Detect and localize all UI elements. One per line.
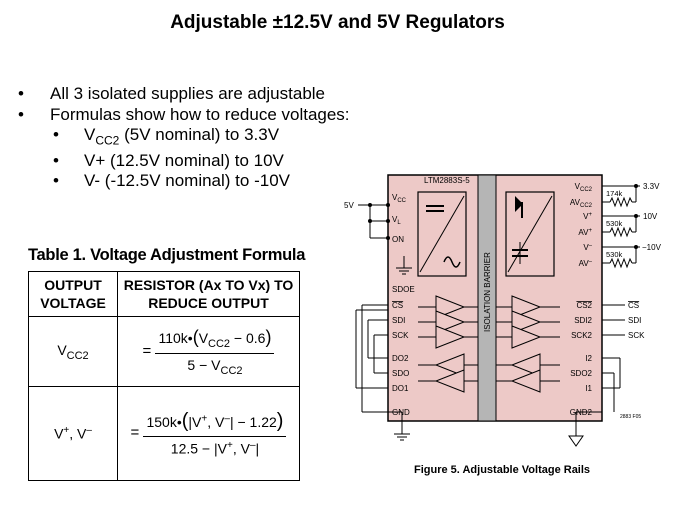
pin-sdo: SDO bbox=[392, 369, 409, 378]
regulator-diagonal bbox=[419, 195, 465, 273]
pin-sdi: SDI bbox=[392, 316, 405, 325]
pin-do1: DO1 bbox=[392, 384, 409, 393]
signal-sck: SCK bbox=[628, 331, 645, 340]
right-buffer-wires bbox=[496, 306, 560, 382]
resistor-labels: 174k 530k 530k bbox=[606, 189, 623, 259]
pin-on: ON bbox=[392, 235, 404, 244]
pin-vl: VL bbox=[392, 215, 401, 226]
pin-vplus: V+ bbox=[583, 212, 592, 221]
pin-cs: CS bbox=[392, 301, 403, 310]
row-label-vcc2: VCC2 bbox=[28, 316, 118, 387]
input-voltage: 5V bbox=[344, 201, 354, 210]
output-3v3: 3.3V bbox=[643, 182, 660, 191]
isolated-ground-icon bbox=[568, 435, 584, 447]
row-label-vplus-vminus: V+, V– bbox=[28, 386, 118, 481]
pin-do2: DO2 bbox=[392, 354, 409, 363]
ac-wave-icon bbox=[443, 256, 461, 268]
figure-caption: Figure 5. Adjustable Voltage Rails bbox=[414, 464, 590, 476]
sub-bullet-pre: V bbox=[84, 125, 96, 144]
sub-bullet-sub: CC2 bbox=[95, 133, 120, 148]
right-logic-wiring bbox=[575, 304, 625, 436]
output-minus-10v: −10V bbox=[642, 243, 662, 252]
signal-cs: CS bbox=[628, 301, 639, 310]
pin-i2: I2 bbox=[585, 354, 592, 363]
pin-sdoe: SDOE bbox=[392, 285, 415, 294]
output-labels: 3.3V 10V −10V bbox=[642, 182, 662, 252]
bullet-text: Formulas show how to reduce voltages: bbox=[50, 104, 350, 124]
resistor-530k-plus: 530k bbox=[606, 219, 623, 228]
pin-sck: SCK bbox=[392, 331, 409, 340]
regulator-diagram: LTM2883S-5 ISOLATION BARRIER VCC VL ON S… bbox=[344, 174, 662, 476]
bullet-list: •All 3 isolated supplies are adjustable … bbox=[18, 84, 350, 192]
sub-bullet-post: (5V nominal) to 3.3V bbox=[119, 125, 280, 144]
isolation-barrier bbox=[477, 174, 497, 422]
slide-title: Adjustable ±12.5V and 5V Regulators bbox=[170, 12, 505, 33]
formula-vplus-vminus: = 150k•(|V+, V–| − 1.22)12.5 − |V+, V–| bbox=[117, 386, 300, 481]
sub-bullet-pre: V- (-12.5V nominal) to -10V bbox=[84, 171, 290, 191]
input-wiring bbox=[358, 204, 388, 239]
sub-bullet-item: •VCC2 (5V nominal) to 3.3V bbox=[53, 125, 280, 148]
output-wiring bbox=[602, 185, 640, 269]
pin-i1: I1 bbox=[585, 384, 592, 393]
formula-table-block: Table 1. Voltage Adjustment Formula OUTP… bbox=[28, 246, 306, 481]
figure-ref: 2883 F05 bbox=[620, 414, 641, 420]
junction-dots bbox=[368, 203, 390, 240]
resistor-174k: 174k bbox=[606, 189, 623, 198]
diode-icon bbox=[515, 196, 524, 212]
bullet-item: •Formulas show how to reduce voltages: bbox=[18, 104, 350, 124]
table-row: V+, V– = 150k•(|V+, V–| − 1.22)12.5 − |V… bbox=[28, 386, 300, 481]
pin-vcc2: VCC2 bbox=[575, 182, 593, 193]
output-junctions bbox=[634, 184, 638, 249]
pin-avminus: AV– bbox=[579, 259, 593, 268]
output-10v: 10V bbox=[643, 212, 658, 221]
pin-cs2: CS2 bbox=[576, 301, 592, 310]
pin-vcc: VCC bbox=[392, 193, 407, 204]
pin-avcc2: AVCC2 bbox=[570, 198, 593, 209]
signal-sdi: SDI bbox=[628, 316, 641, 325]
formula-vcc2: = 110k•(VCC2 − 0.6)5 − VCC2 bbox=[117, 316, 300, 387]
pin-sck2: SCK2 bbox=[571, 331, 592, 340]
sub-bullet-item: •V- (-12.5V nominal) to -10V bbox=[53, 171, 290, 191]
barrier-label: ISOLATION BARRIER bbox=[483, 252, 492, 332]
table-row: VCC2 = 110k•(VCC2 − 0.6)5 − VCC2 bbox=[28, 316, 300, 387]
left-logic-wiring bbox=[355, 304, 403, 434]
signal-labels: CS SDI SCK bbox=[628, 301, 645, 340]
sub-bullet-item: •V+ (12.5V nominal) to 10V bbox=[53, 150, 284, 170]
bullet-item: •All 3 isolated supplies are adjustable bbox=[18, 84, 326, 103]
table-caption: Table 1. Voltage Adjustment Formula bbox=[28, 246, 306, 264]
sub-bullet-pre: V+ (12.5V nominal) to 10V bbox=[84, 150, 284, 170]
chip-name: LTM2883S-5 bbox=[424, 176, 470, 185]
pin-avplus: AV+ bbox=[578, 228, 592, 237]
left-buffer-wires bbox=[418, 306, 478, 382]
pin-vminus: V– bbox=[583, 243, 592, 252]
ground-icon bbox=[394, 433, 410, 441]
pin-sdo2: SDO2 bbox=[570, 369, 592, 378]
regulator-diagonal bbox=[507, 195, 553, 273]
pin-sdi2: SDI2 bbox=[574, 316, 592, 325]
ground-icon bbox=[396, 256, 412, 275]
bullet-text: All 3 isolated supplies are adjustable bbox=[50, 84, 326, 103]
resistor-530k-minus: 530k bbox=[606, 250, 623, 259]
